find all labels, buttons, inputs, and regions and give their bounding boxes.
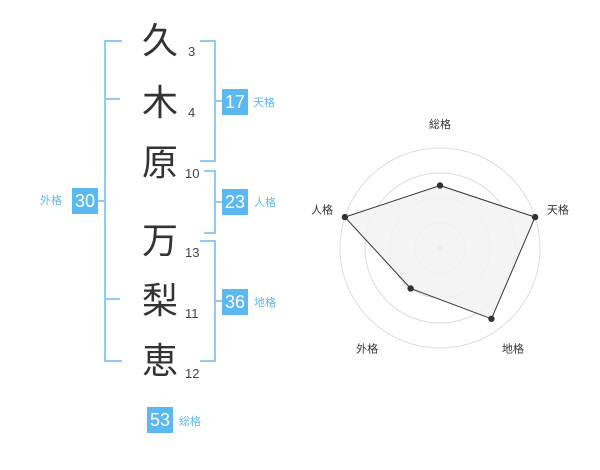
radar-axis-label: 地格 [502, 341, 524, 355]
given-kanji-2-strokes: 11 [185, 306, 199, 321]
radar-axis-label: 総格 [429, 117, 451, 131]
bracket-connector [214, 201, 222, 203]
family-kanji-3: 原 [141, 143, 178, 184]
given-kanji-2: 梨 [141, 281, 178, 322]
radar-axis-label: 外格 [356, 341, 378, 355]
bracket-connector [214, 100, 222, 102]
family-kanji-2: 木 [141, 83, 178, 124]
tenkaku-label: 天格 [253, 96, 275, 109]
soukaku-score: 53 [147, 407, 174, 433]
chikaku-label: 地格 [254, 296, 276, 309]
given-kanji-1: 万 [141, 221, 178, 262]
radar-point-4 [407, 285, 414, 292]
radar-axis-label: 人格 [311, 203, 333, 217]
jinkaku-label: 人格 [254, 196, 276, 209]
bracket-connector [214, 300, 222, 302]
radar-point-5 [341, 213, 349, 221]
gaikaku-bracket [104, 40, 122, 362]
given-kanji-1-strokes: 13 [185, 245, 200, 260]
gaikaku-score: 30 [72, 188, 99, 214]
given-kanji-3-strokes: 12 [185, 366, 200, 381]
radar-point-2 [531, 213, 539, 221]
soukaku-label: 総格 [179, 415, 201, 428]
given-kanji-3: 恵 [141, 341, 178, 382]
radar-point-1 [436, 182, 444, 189]
jinkaku-score: 23 [222, 189, 249, 215]
tenkaku-score: 17 [222, 89, 249, 115]
bracket-tick [106, 298, 120, 300]
radar-axis-label: 天格 [547, 203, 569, 217]
bracket-tick [106, 98, 120, 100]
radar-point-3 [488, 315, 495, 322]
radar-ring [339, 147, 541, 349]
family-kanji-1: 久 [141, 21, 178, 62]
bracket-connector [96, 200, 104, 202]
gaikaku-label: 外格 [40, 194, 62, 207]
chikaku-score: 36 [222, 289, 249, 315]
family-kanji-1-strokes: 3 [188, 44, 196, 59]
radar-area [344, 184, 536, 320]
family-kanji-3-strokes: 10 [185, 166, 200, 181]
family-kanji-2-strokes: 4 [188, 105, 196, 120]
